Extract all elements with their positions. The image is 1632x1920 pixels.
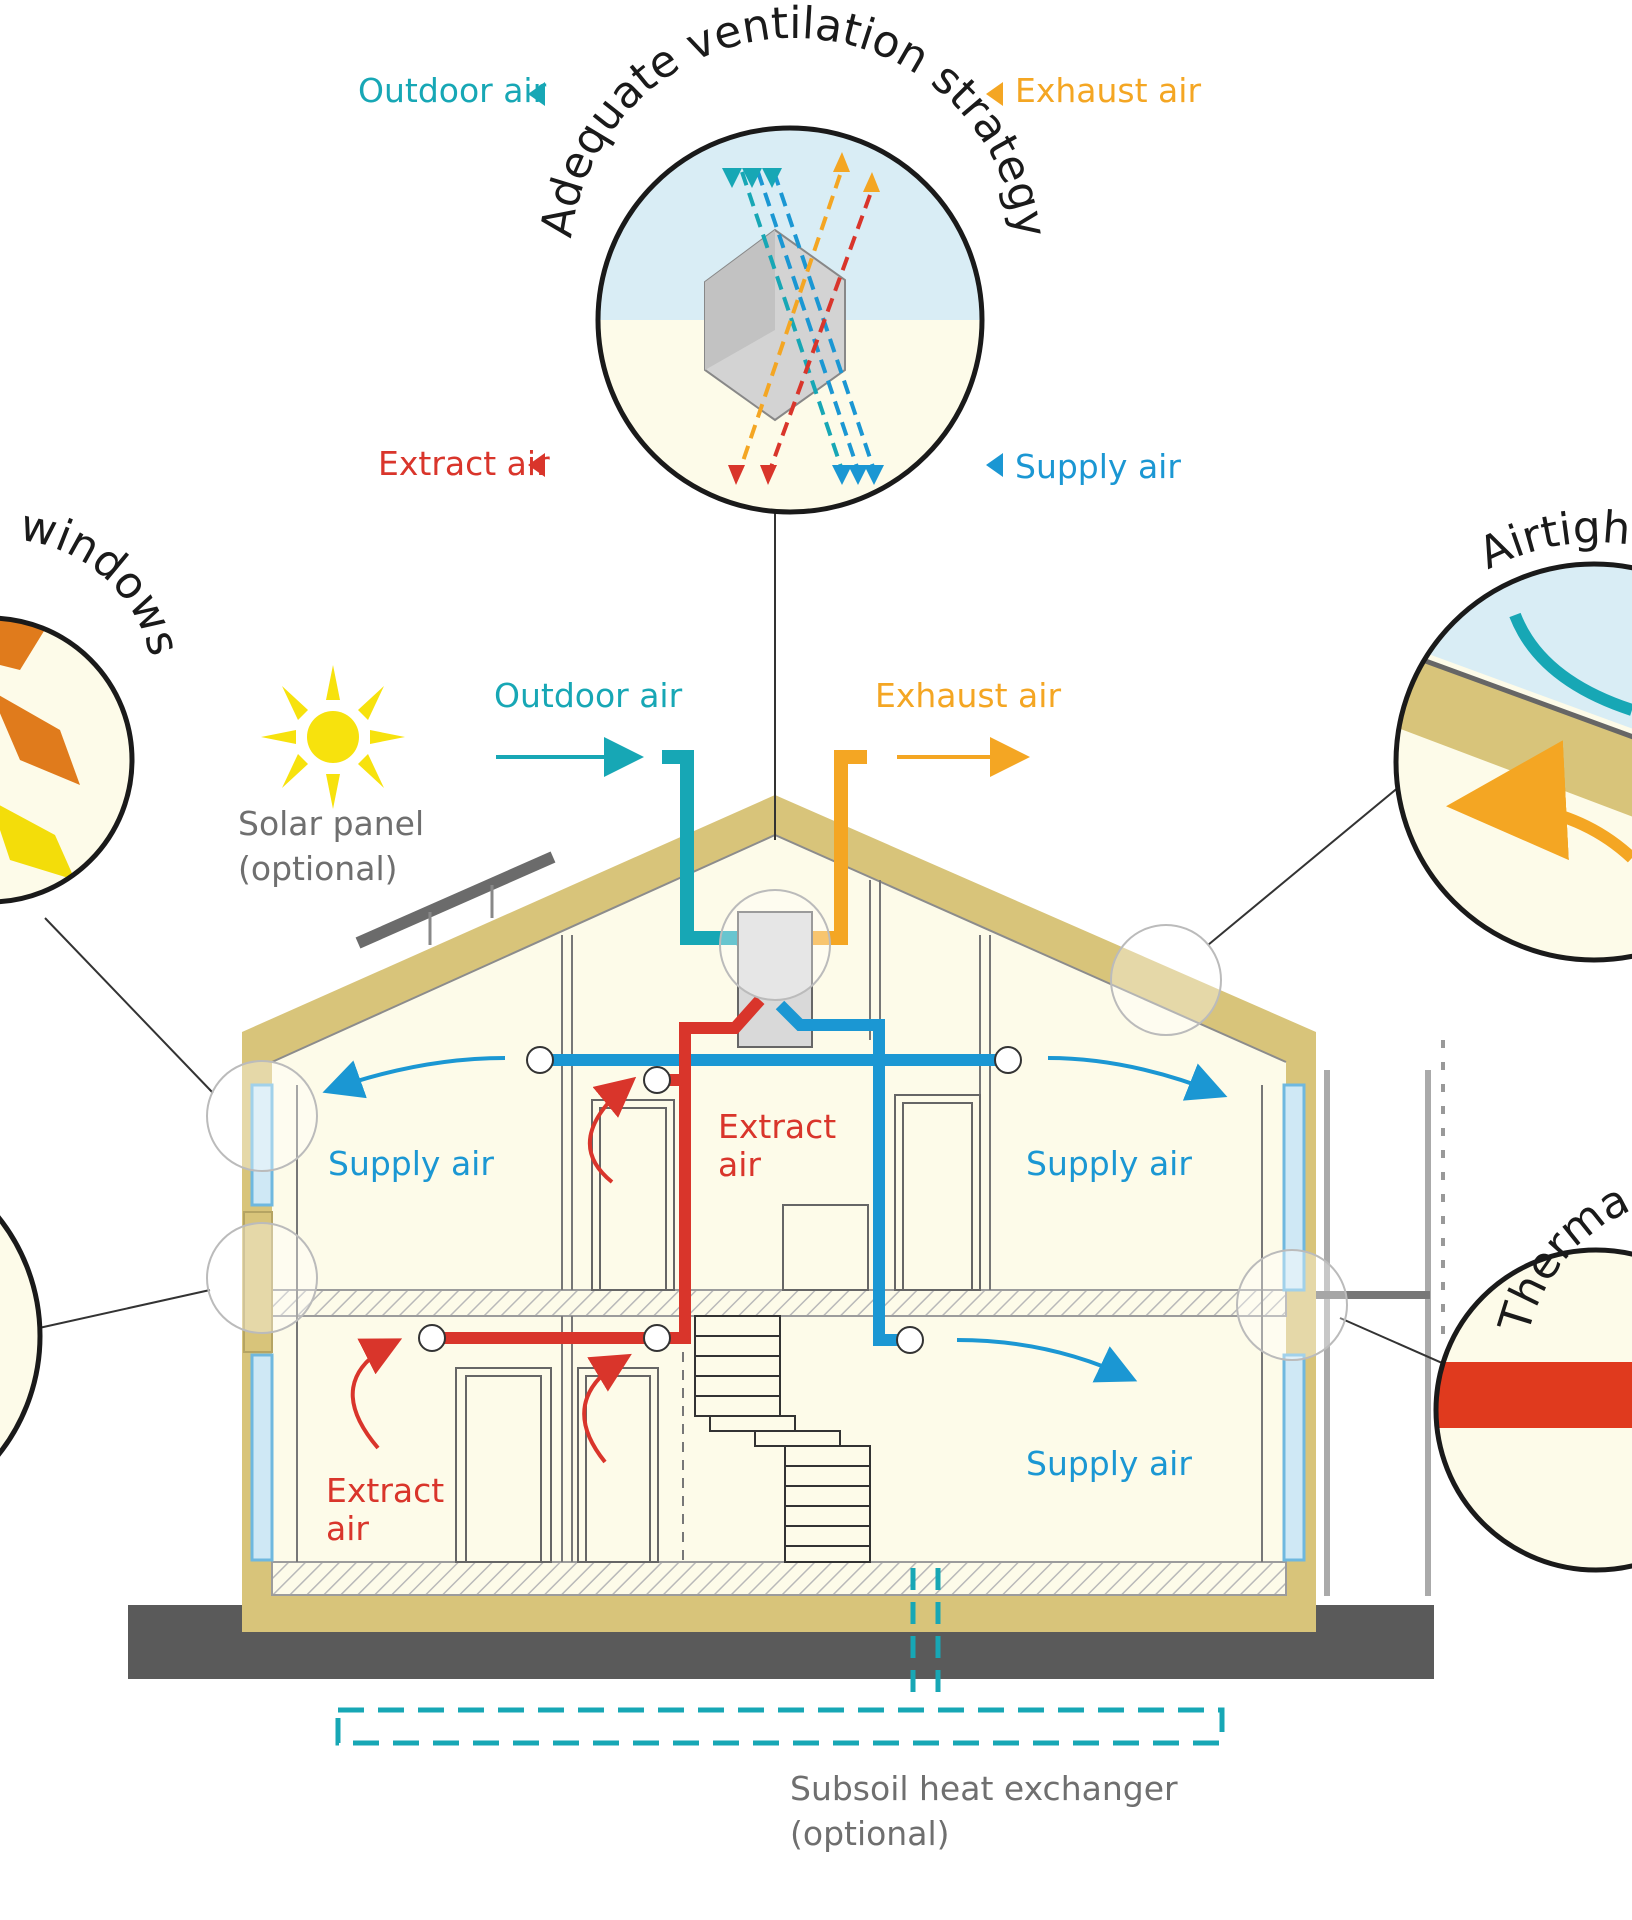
left-lower-detail-circle (0, 1215, 43, 1457)
lower-right-supply-air-label: Supply air (1026, 1444, 1192, 1483)
house-outdoor-air-label: Outdoor air (494, 676, 683, 715)
duct-extract-air (432, 996, 765, 1344)
window-left-lower (250, 1353, 274, 1562)
external-facade (1324, 1070, 1431, 1596)
detail-exhaust-air-label: Exhaust air (1015, 71, 1201, 110)
ground-floor-slab (271, 1561, 1287, 1596)
window-left-upper (250, 1083, 274, 1207)
detail-outdoor-air-marker (528, 82, 545, 106)
window-right-lower (1282, 1353, 1306, 1562)
duct-supply-air (775, 1000, 910, 1346)
lower-extract-air-label-line2: air (326, 1509, 369, 1548)
solar-panel-label-line1: Solar panel (238, 804, 424, 843)
house-exhaust-air-label: Exhaust air (875, 676, 1061, 715)
detail-extract-air-label: Extract air (378, 444, 550, 483)
detail-supply-air-marker (986, 453, 1003, 477)
detail-outdoor-air-label: Outdoor air (358, 71, 547, 110)
window-right-upper (1282, 1083, 1306, 1292)
airtightness-detail-circle (1393, 561, 1632, 963)
sun-icon (261, 665, 405, 809)
detail-exhaust-air-marker (986, 82, 1003, 106)
house-interior (272, 835, 1286, 1595)
upper-left-supply-air-label: Supply air (328, 1144, 494, 1183)
detail-markers (206, 889, 1348, 1361)
upper-extract-air-label-line1: Extract (718, 1107, 836, 1146)
detail-supply-air-label: Supply air (1015, 447, 1181, 486)
air-valves (418, 1046, 1022, 1354)
solar-panel-label-line2: (optional) (238, 849, 398, 888)
upper-extract-air-label-line2: air (718, 1145, 761, 1184)
upper-floor-slab (271, 1289, 1287, 1317)
solar-panel (355, 851, 556, 949)
upper-right-supply-air-label: Supply air (1026, 1144, 1192, 1183)
subsoil-heat-exchanger (335, 1568, 1225, 1746)
lower-extract-air-label-line1: Extract (326, 1471, 444, 1510)
wall-left-block (243, 1211, 273, 1353)
windows-detail-circle (0, 615, 135, 905)
staircase (694, 1315, 871, 1563)
subsoil-label-line1: Subsoil heat exchanger (790, 1769, 1178, 1808)
subsoil-label-line2: (optional) (790, 1814, 950, 1853)
room-flow-arrows (322, 1056, 1228, 1464)
detail-extract-air-marker (528, 453, 545, 477)
ventilation-detail-circle (595, 125, 985, 515)
